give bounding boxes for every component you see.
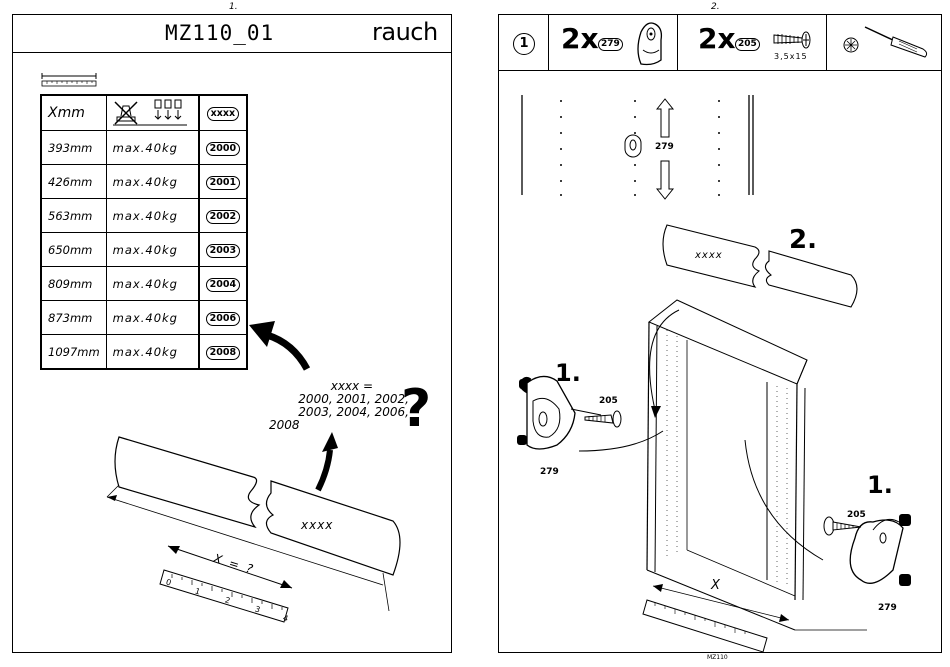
part-cell-bracket: 2x 279 xyxy=(549,15,678,70)
rail-label: xxxx xyxy=(695,250,723,261)
arrow-up-to-note xyxy=(315,432,338,492)
rail-drawing xyxy=(106,436,401,612)
header-code: xxxx xyxy=(197,94,248,131)
instruction-page-right: 1 2x 279 2x 205 3,5x15 xyxy=(498,14,942,653)
bracket-label-right: 279 xyxy=(878,603,897,613)
part-code: 279 xyxy=(598,38,623,51)
step-number: 1 xyxy=(513,33,535,55)
bracket-detail-left xyxy=(517,375,664,452)
step-cell: 1 xyxy=(499,15,549,70)
rail-label: xxxx xyxy=(301,518,334,532)
hole-label: 279 xyxy=(655,142,674,152)
phillips-screwdriver-icon xyxy=(843,26,928,58)
page-number-right: 2. xyxy=(711,2,720,12)
model-title: MZ110_01 xyxy=(165,21,275,45)
table-header-row: Xmm xxxx xyxy=(40,94,248,131)
screw-icon xyxy=(584,410,622,428)
measure-label: X xyxy=(711,578,720,593)
screw-icon xyxy=(823,516,862,536)
rail-insert-drawing xyxy=(662,224,858,308)
header-load-icons xyxy=(105,94,200,131)
question-mark: ? xyxy=(401,379,432,439)
page-header: MZ110_01 rauch xyxy=(13,15,451,53)
instruction-page-left: MZ110_01 rauch Xmm xyxy=(12,14,452,653)
bracket-label-left: 279 xyxy=(540,467,559,477)
rail-bracket-icon xyxy=(637,22,663,66)
page-number-left: 1. xyxy=(229,2,238,12)
step-2-label: 2. xyxy=(789,225,817,255)
part-quantity: 2x xyxy=(561,22,599,55)
step-1-label-right: 1. xyxy=(867,471,893,499)
brand-logo: rauch xyxy=(372,18,438,46)
screw-size: 3,5x15 xyxy=(774,52,808,61)
header-length: Xmm xyxy=(40,94,107,131)
wardrobe-cabinet xyxy=(642,299,867,653)
screw-label-right: 205 xyxy=(847,510,866,520)
ruler-icon xyxy=(41,73,97,87)
step-1-label-left: 1. xyxy=(555,359,581,387)
part-code: 205 xyxy=(735,38,760,51)
hole-pattern xyxy=(521,95,754,200)
parts-header: 1 2x 279 2x 205 3,5x15 xyxy=(499,15,941,71)
footer-model: MZ110 xyxy=(707,654,728,661)
codes-note: xxxx = 2000, 2001, 2002, 2003, 2004, 200… xyxy=(269,379,409,432)
part-cell-screw: 2x 205 3,5x15 xyxy=(678,15,827,70)
no-load-icon xyxy=(112,99,187,125)
screw-label-left: 205 xyxy=(599,396,618,406)
bracket-detail-right xyxy=(744,439,911,586)
screw-icon xyxy=(773,31,811,49)
part-quantity: 2x xyxy=(698,22,736,55)
curved-arrow-to-table xyxy=(249,321,311,371)
tool-cell xyxy=(827,15,940,70)
measuring-ruler xyxy=(159,545,293,623)
